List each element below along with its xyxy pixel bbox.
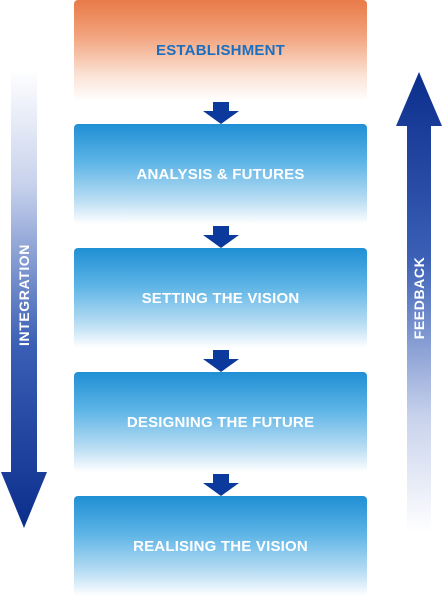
stage-label: DESIGNING THE FUTURE: [126, 413, 315, 431]
stage-realising-vision: REALISING THE VISION: [74, 496, 367, 596]
integration-label: INTEGRATION: [16, 243, 32, 346]
stage-establishment: ESTABLISHMENT: [74, 0, 367, 101]
stage-label: ANALYSIS & FUTURES: [136, 165, 305, 183]
stage-label: REALISING THE VISION: [133, 537, 308, 555]
stage-designing-future: DESIGNING THE FUTURE: [74, 372, 367, 472]
integration-arrow: [1, 70, 47, 528]
stage-label: ESTABLISHMENT: [156, 42, 285, 59]
feedback-label: FEEDBACK: [411, 256, 427, 340]
stage-setting-vision: SETTING THE VISION: [74, 248, 367, 348]
connector-arrow-icon: [203, 350, 239, 372]
connector-arrow-icon: [203, 226, 239, 248]
stage-label: SETTING THE VISION: [141, 289, 300, 307]
stage-analysis-futures: ANALYSIS & FUTURES: [74, 124, 367, 224]
connector-arrow-icon: [203, 474, 239, 496]
feedback-arrow: [396, 72, 442, 532]
connector-arrow-icon: [203, 102, 239, 124]
